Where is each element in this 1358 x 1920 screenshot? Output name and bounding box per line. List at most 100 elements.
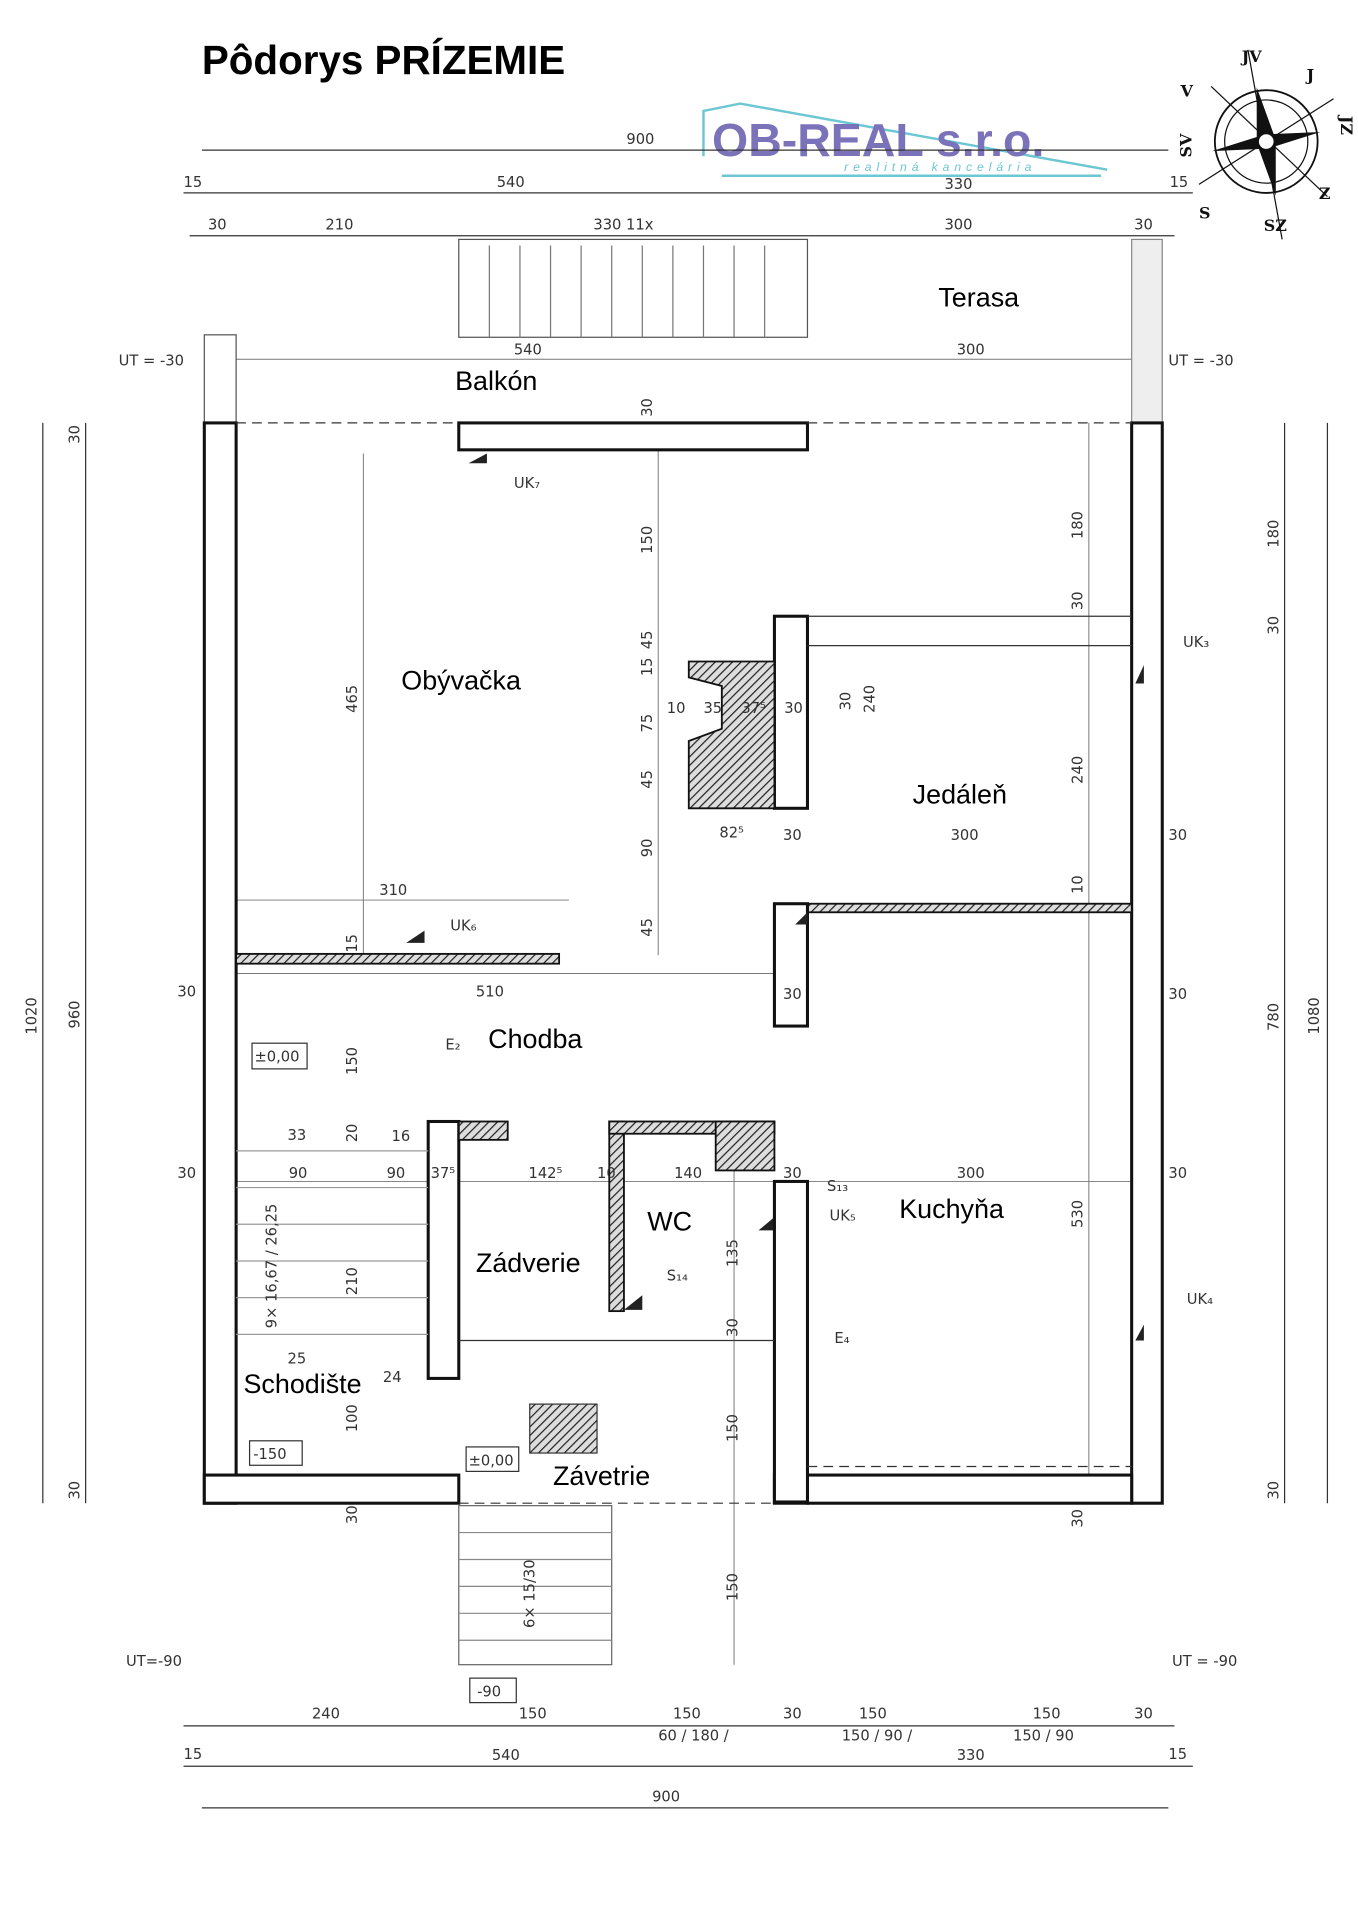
dim: 33 [288,1127,307,1144]
level-chodba: ±0,00 [254,1049,299,1066]
compass-sz: SZ [1264,216,1287,235]
dim: 90 [387,1165,406,1182]
dim: 210 [325,217,353,234]
dim: 300 [957,1165,985,1182]
dim: 30 [1070,591,1087,610]
dim: 150 / 90 / [842,1728,913,1745]
dim: 150 [1033,1706,1061,1723]
entrance-stairs [236,1150,613,1666]
room-wc: WC [647,1206,692,1236]
dim: 510 [476,984,504,1001]
dim: 9× 16,67 / 26,25 [263,1204,280,1329]
dim: 240 [312,1706,340,1723]
dim: 300 [951,827,979,844]
compass-rose-icon: JV J JZ Z SZ S SV V [1177,47,1356,240]
dim: 140 [674,1165,702,1182]
dim: 330 11x [593,217,653,234]
dim: 20 [344,1124,361,1143]
dimension-lines [42,149,1329,1809]
dim: 135 [725,1239,742,1267]
dim: 180 [1070,511,1087,539]
marker-s14: S₁₄ [667,1268,688,1285]
compass-z: Z [1319,184,1331,203]
dim: 15 [1168,1746,1187,1763]
dim: 310 [379,882,407,899]
dim: 30 [67,1481,84,1500]
dim: 150 [725,1414,742,1442]
level-ut: UT = -30 [119,352,184,369]
dim: 30 [784,700,803,717]
marker-uk7: UK₇ [514,475,540,492]
dim: 30 [177,1165,196,1182]
compass-jz: JZ [1337,114,1356,136]
dims-top: 900 15 540 330 15 30 210 330 11x 300 30 … [184,131,1189,358]
room-kuchyna: Kuchyňa [899,1194,1004,1224]
dim: 30 [1168,827,1187,844]
dim: 30 [344,1505,361,1524]
dim: 142⁵ [529,1165,563,1182]
dim: 30 [208,217,227,234]
room-obyvacka: Obývačka [401,666,521,696]
logo-name: OB-REAL s.r.o. [712,114,1044,166]
compass-sv: SV [1177,133,1196,157]
dim: 45 [639,631,656,650]
dim: 45 [639,770,656,789]
compass-v: V [1180,81,1194,100]
dim: 15 [344,934,361,953]
dim: 30 [177,984,196,1001]
dim: 30 [1070,1509,1087,1528]
dims-left: 30 1020 960 30 30 30 [24,425,196,1499]
page-title: Pôdorys PRÍZEMIE [202,37,565,83]
room-jedalen: Jedáleň [913,779,1007,809]
dim: 90 [639,839,656,858]
dim: 150 [725,1573,742,1601]
dim: 180 [1265,520,1282,548]
room-labels: Terasa Balkón Obývačka Jedáleň Chodba Ku… [243,283,1019,1491]
room-schodiste: Schodište [243,1369,361,1399]
dim: 30 [837,692,854,711]
dim: 25 [288,1351,307,1368]
dim: 30 [1265,1481,1282,1500]
dim: 37⁵ [431,1165,456,1182]
dim: 540 [497,174,525,191]
dim: 16 [391,1128,410,1145]
marker-s13: S₁₃ [827,1178,848,1195]
dim: 30 [67,425,84,444]
dim: 540 [514,341,542,358]
dim: 82⁵ [719,825,744,842]
level-entry: -90 [477,1684,501,1701]
dim: 30 [783,1706,802,1723]
dim: 530 [1070,1200,1087,1228]
dim: 240 [1070,756,1087,784]
dim: 540 [492,1747,520,1764]
dim: 15 [184,174,203,191]
dim: 35 [703,700,722,717]
marker-uk5: UK₅ [829,1208,855,1225]
level-ut: UT=-90 [126,1653,182,1670]
room-zadverie: Zádverie [476,1248,581,1278]
level-ut: UT = -30 [1168,352,1233,369]
marker-e2: E₂ [445,1036,460,1053]
dim: 10 [667,700,686,717]
dim: 24 [383,1369,402,1386]
dim: 30 [783,1165,802,1182]
dim: 30 [725,1318,742,1337]
dim: 210 [344,1267,361,1295]
dim: 300 [957,341,985,358]
level-marks: UT = -30 UT = -30 UT=-90 UT = -90 ±0,00 … [119,352,1237,1704]
dim: 60 / 180 / [658,1728,729,1745]
dim: 30 [783,827,802,844]
dim: 30 [783,986,802,1003]
level-zavetrie: ±0,00 [469,1452,514,1469]
dim: 465 [344,685,361,713]
dim: 30 [1134,217,1153,234]
room-chodba: Chodba [488,1024,582,1054]
marker-e4: E₄ [834,1330,849,1347]
dim: 15 [639,657,656,676]
dim: 15 [184,1746,203,1763]
terrace-stairs [203,238,1163,424]
room-balkon: Balkón [455,366,537,396]
dim: 150 [344,1047,361,1075]
dim: 30 [1168,1165,1187,1182]
